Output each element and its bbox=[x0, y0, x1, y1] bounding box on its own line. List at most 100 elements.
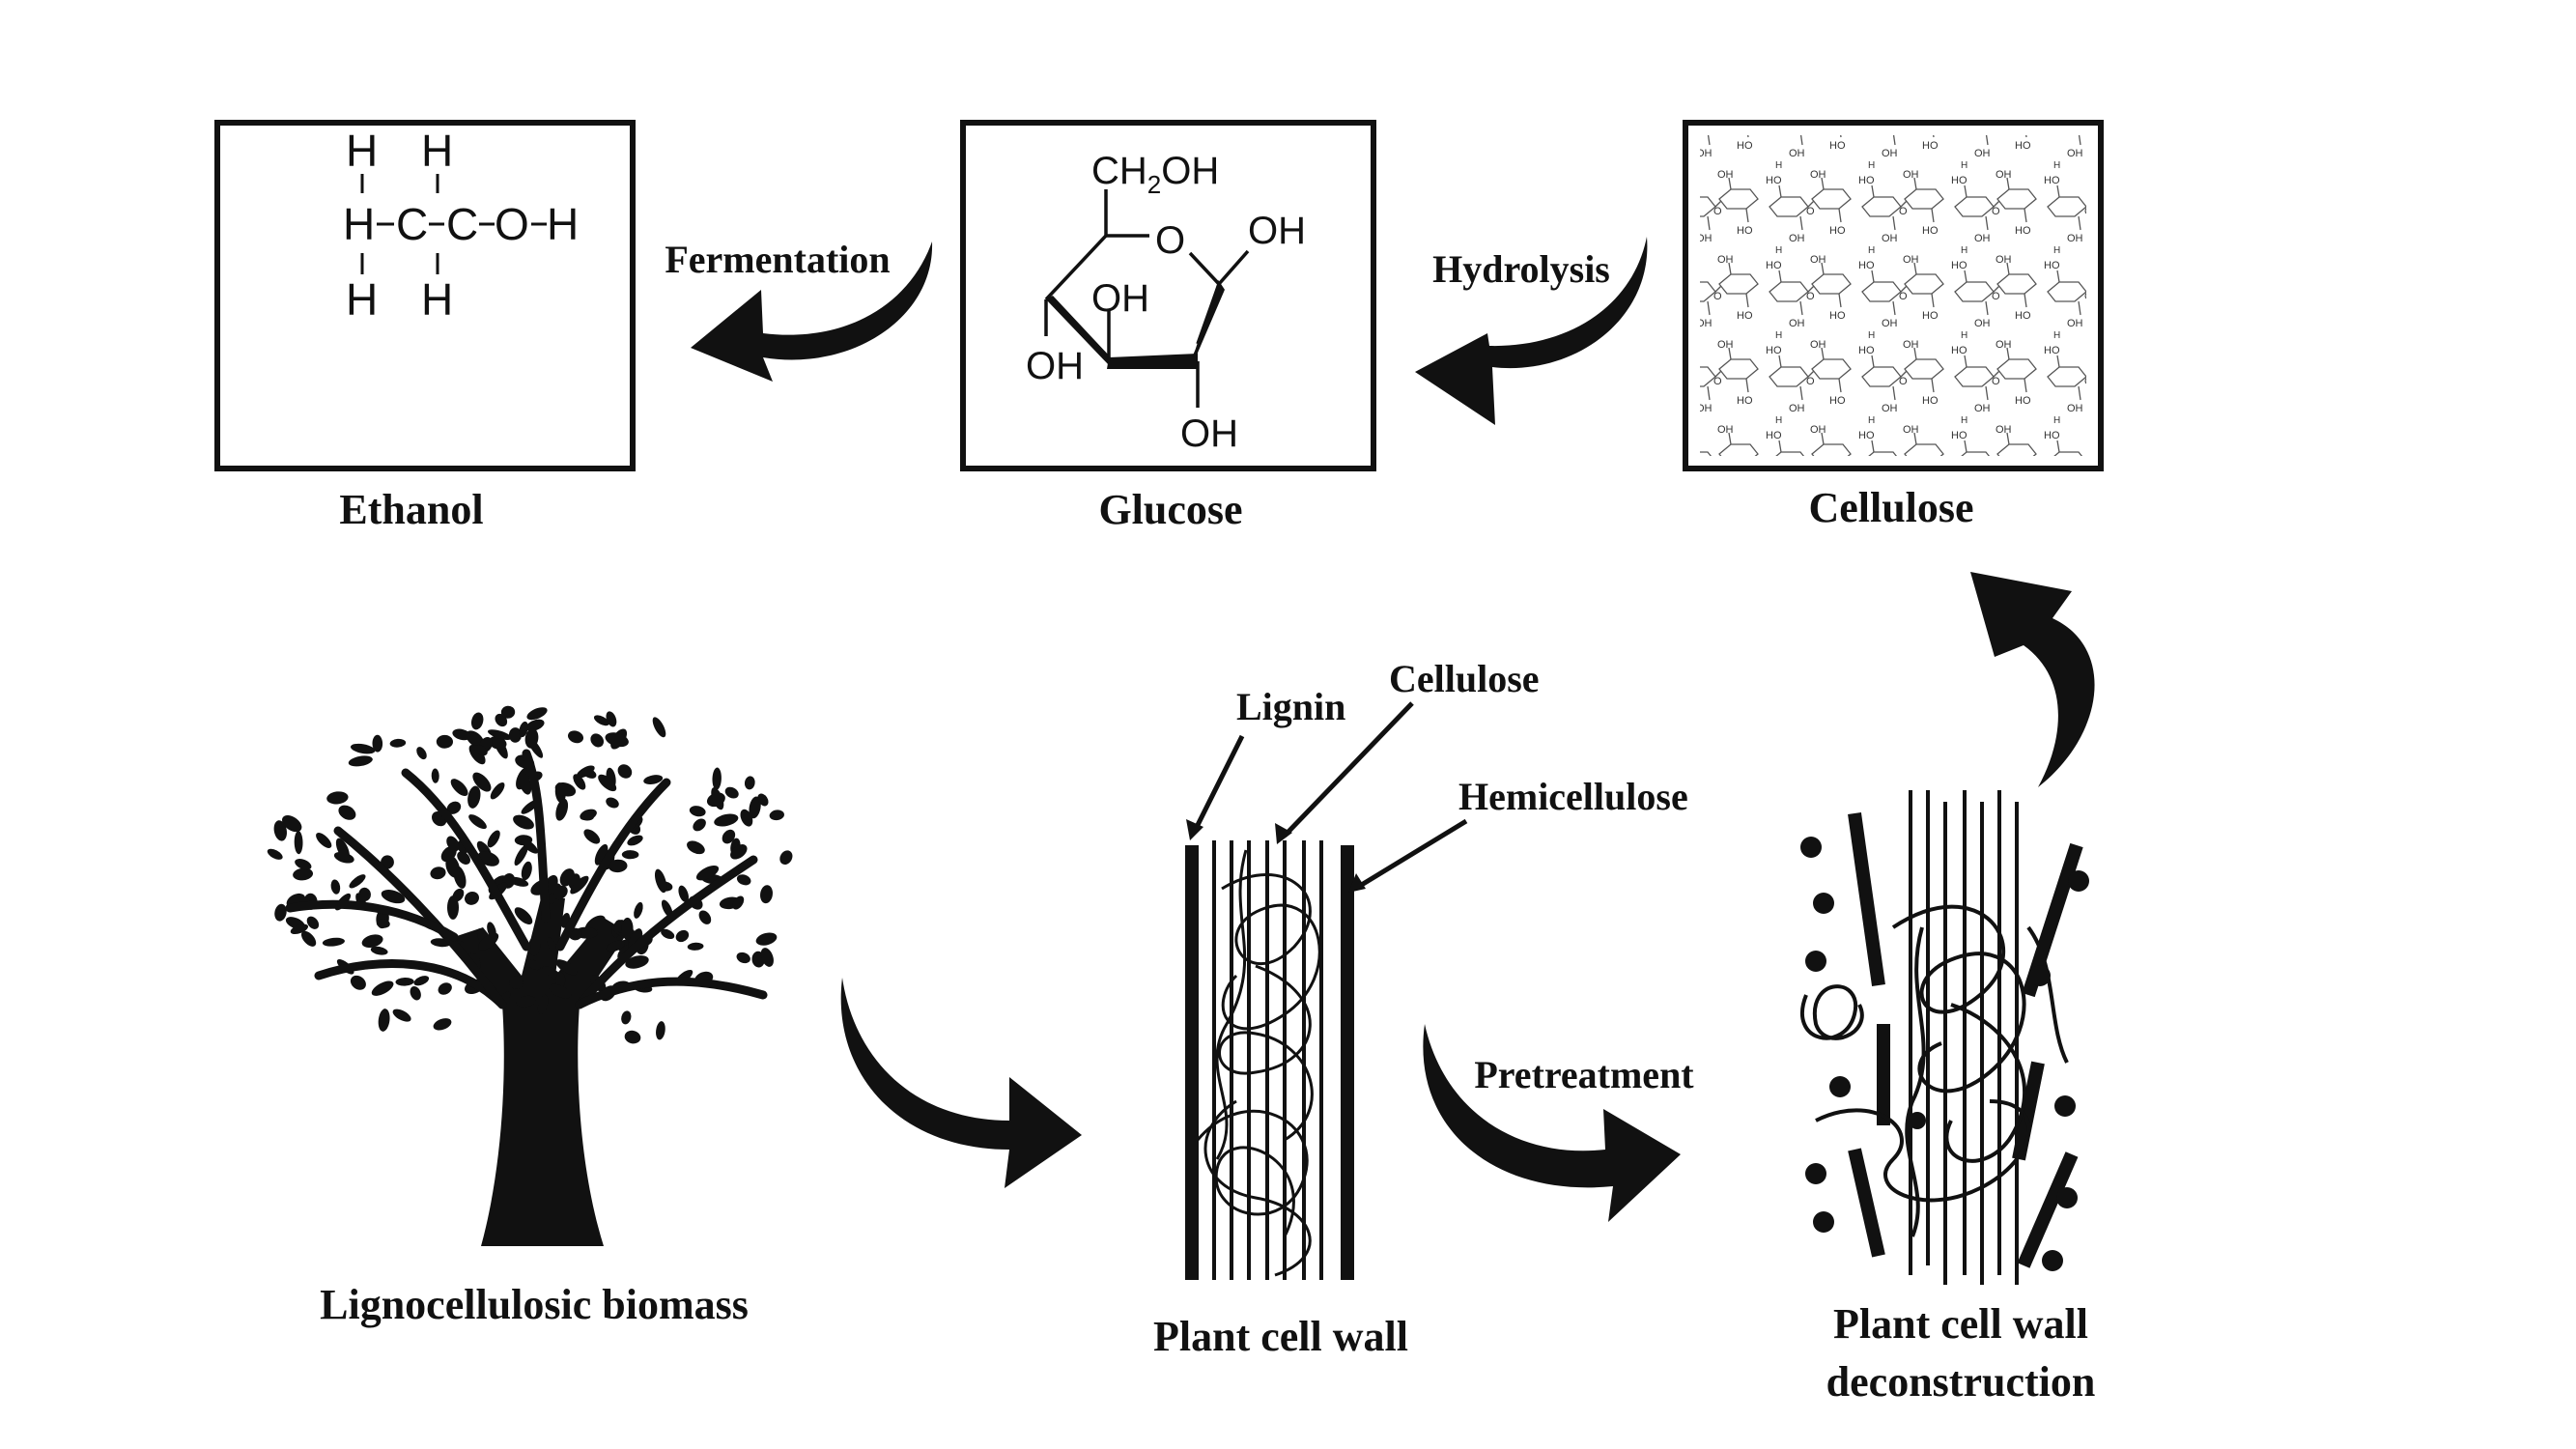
tree-leaf bbox=[749, 796, 761, 819]
cell-wall-lignin-bars bbox=[1185, 845, 1354, 1280]
tree-leaf bbox=[514, 907, 533, 924]
cellulose-label: Cellulose bbox=[1808, 484, 1973, 531]
tree-leaf bbox=[389, 738, 407, 748]
tree-leaf bbox=[392, 1009, 411, 1022]
tree-leaf bbox=[624, 1030, 641, 1044]
tree-leaf bbox=[316, 833, 332, 848]
tree-leaf bbox=[370, 946, 388, 955]
tree-leaf bbox=[335, 838, 350, 861]
tree-leaf bbox=[693, 818, 706, 832]
tree-leaf bbox=[524, 728, 539, 749]
ethanol-h-bottom2: H bbox=[421, 274, 453, 325]
tree-leaf bbox=[416, 747, 427, 760]
tree-leaf bbox=[468, 744, 486, 765]
tree-leaf bbox=[779, 850, 793, 866]
tree-leaf bbox=[621, 917, 634, 941]
lignin-callout-label: Lignin bbox=[1236, 685, 1345, 728]
tree-leaf bbox=[516, 995, 536, 1008]
tree-leaf bbox=[661, 928, 675, 940]
tree-leaf bbox=[376, 919, 390, 928]
tree-leaf bbox=[621, 1010, 632, 1025]
tree-leaf bbox=[452, 728, 471, 741]
fermentation-label: Fermentation bbox=[665, 238, 890, 281]
tree-leaf bbox=[273, 820, 288, 841]
tree-leaf bbox=[643, 775, 664, 785]
tree-leaf bbox=[724, 786, 739, 799]
tree-leaf bbox=[580, 809, 597, 821]
tree-leaf bbox=[526, 959, 541, 971]
tree-leaf bbox=[549, 983, 572, 999]
glucose-oh-c1: OH bbox=[1248, 210, 1306, 252]
tree-leaf bbox=[598, 774, 617, 792]
deconstruction-label-line1: Plant cell wall bbox=[1833, 1300, 2088, 1348]
glucose-labels: CH2OH O OH OH OH OH bbox=[1026, 150, 1306, 455]
tree-leaf bbox=[326, 791, 349, 805]
tree-leaf bbox=[757, 793, 769, 807]
tree-leaf bbox=[698, 910, 712, 924]
tree-leaf bbox=[465, 891, 479, 905]
tree-leaf bbox=[371, 980, 394, 996]
tree-leaf bbox=[755, 932, 778, 946]
tree-leaf bbox=[675, 929, 690, 943]
ethanol-label: Ethanol bbox=[339, 486, 483, 533]
tree-leaf bbox=[436, 734, 453, 749]
tree-leaf bbox=[656, 1021, 665, 1040]
tree-leaf bbox=[348, 755, 373, 767]
tree-leaf bbox=[378, 1009, 390, 1032]
ethanol-panel: H C C O H H H H H Ethanol bbox=[214, 120, 636, 533]
deconstruction-label-line2: deconstruction bbox=[1826, 1358, 2096, 1406]
cell-wall-callouts bbox=[1193, 701, 1468, 892]
glucose-structure bbox=[1044, 189, 1250, 408]
tree-leaf bbox=[488, 729, 512, 740]
glucose-oh-c3: OH bbox=[1091, 277, 1149, 320]
tree-leaf bbox=[467, 785, 481, 809]
tree-leaf bbox=[349, 874, 366, 889]
tree-leaf bbox=[769, 810, 784, 821]
tree-leaf bbox=[760, 885, 773, 904]
tree-leaf bbox=[678, 885, 689, 903]
pretreatment-arrow: Pretreatment bbox=[1423, 1024, 1694, 1222]
tree-leaf bbox=[740, 809, 753, 827]
tree-leaf bbox=[489, 736, 507, 750]
tree-leaf bbox=[687, 942, 704, 951]
tree-leaf bbox=[695, 866, 720, 881]
tree-leaf bbox=[537, 994, 549, 1014]
tree-leaf bbox=[744, 776, 755, 790]
tree-leaf bbox=[652, 717, 666, 738]
tree-leaf bbox=[687, 840, 705, 855]
fermentation-arrow: Fermentation bbox=[665, 238, 933, 382]
ethanol-o: O bbox=[495, 199, 529, 249]
tree-leaf bbox=[430, 867, 446, 880]
glucose-panel: CH2OH O OH OH OH OH Glucose bbox=[960, 120, 1376, 533]
tree-leaf bbox=[509, 976, 524, 989]
tree-leaf bbox=[621, 850, 639, 860]
ethanol-h-bottom1: H bbox=[346, 274, 378, 325]
tree-leaf bbox=[567, 730, 584, 744]
tree-leaf bbox=[722, 829, 736, 844]
ethanol-c1: C bbox=[396, 199, 428, 249]
glucose-box bbox=[960, 120, 1376, 471]
cellulose-polymer-structure bbox=[1700, 135, 2086, 456]
cellulose-callout-label: Cellulose bbox=[1389, 657, 1540, 700]
tree-leaf bbox=[525, 719, 545, 731]
tree-leaf bbox=[330, 879, 341, 895]
tree-leaf bbox=[689, 806, 706, 817]
tree-leaf bbox=[306, 916, 320, 929]
tree-leaf bbox=[514, 844, 528, 867]
tree-leaf bbox=[361, 934, 383, 949]
tree-leaf bbox=[474, 744, 488, 756]
tree-leaf bbox=[322, 937, 345, 947]
tree-leaf bbox=[472, 772, 492, 792]
tree-leaf bbox=[625, 955, 649, 969]
glucose-label: Glucose bbox=[1098, 486, 1242, 533]
tree-leaf bbox=[654, 868, 667, 894]
tree-leaf bbox=[518, 771, 532, 795]
loose-hemicellulose-tangle bbox=[1799, 904, 2069, 1237]
tree-leaf bbox=[447, 895, 459, 920]
tree-leaf bbox=[274, 903, 287, 922]
tree-leaf bbox=[446, 836, 460, 852]
tree-trunk bbox=[454, 898, 628, 1246]
deconstruction-illustration: Plant cell wall deconstruction bbox=[1799, 790, 2096, 1406]
tree-leaf bbox=[553, 885, 568, 900]
